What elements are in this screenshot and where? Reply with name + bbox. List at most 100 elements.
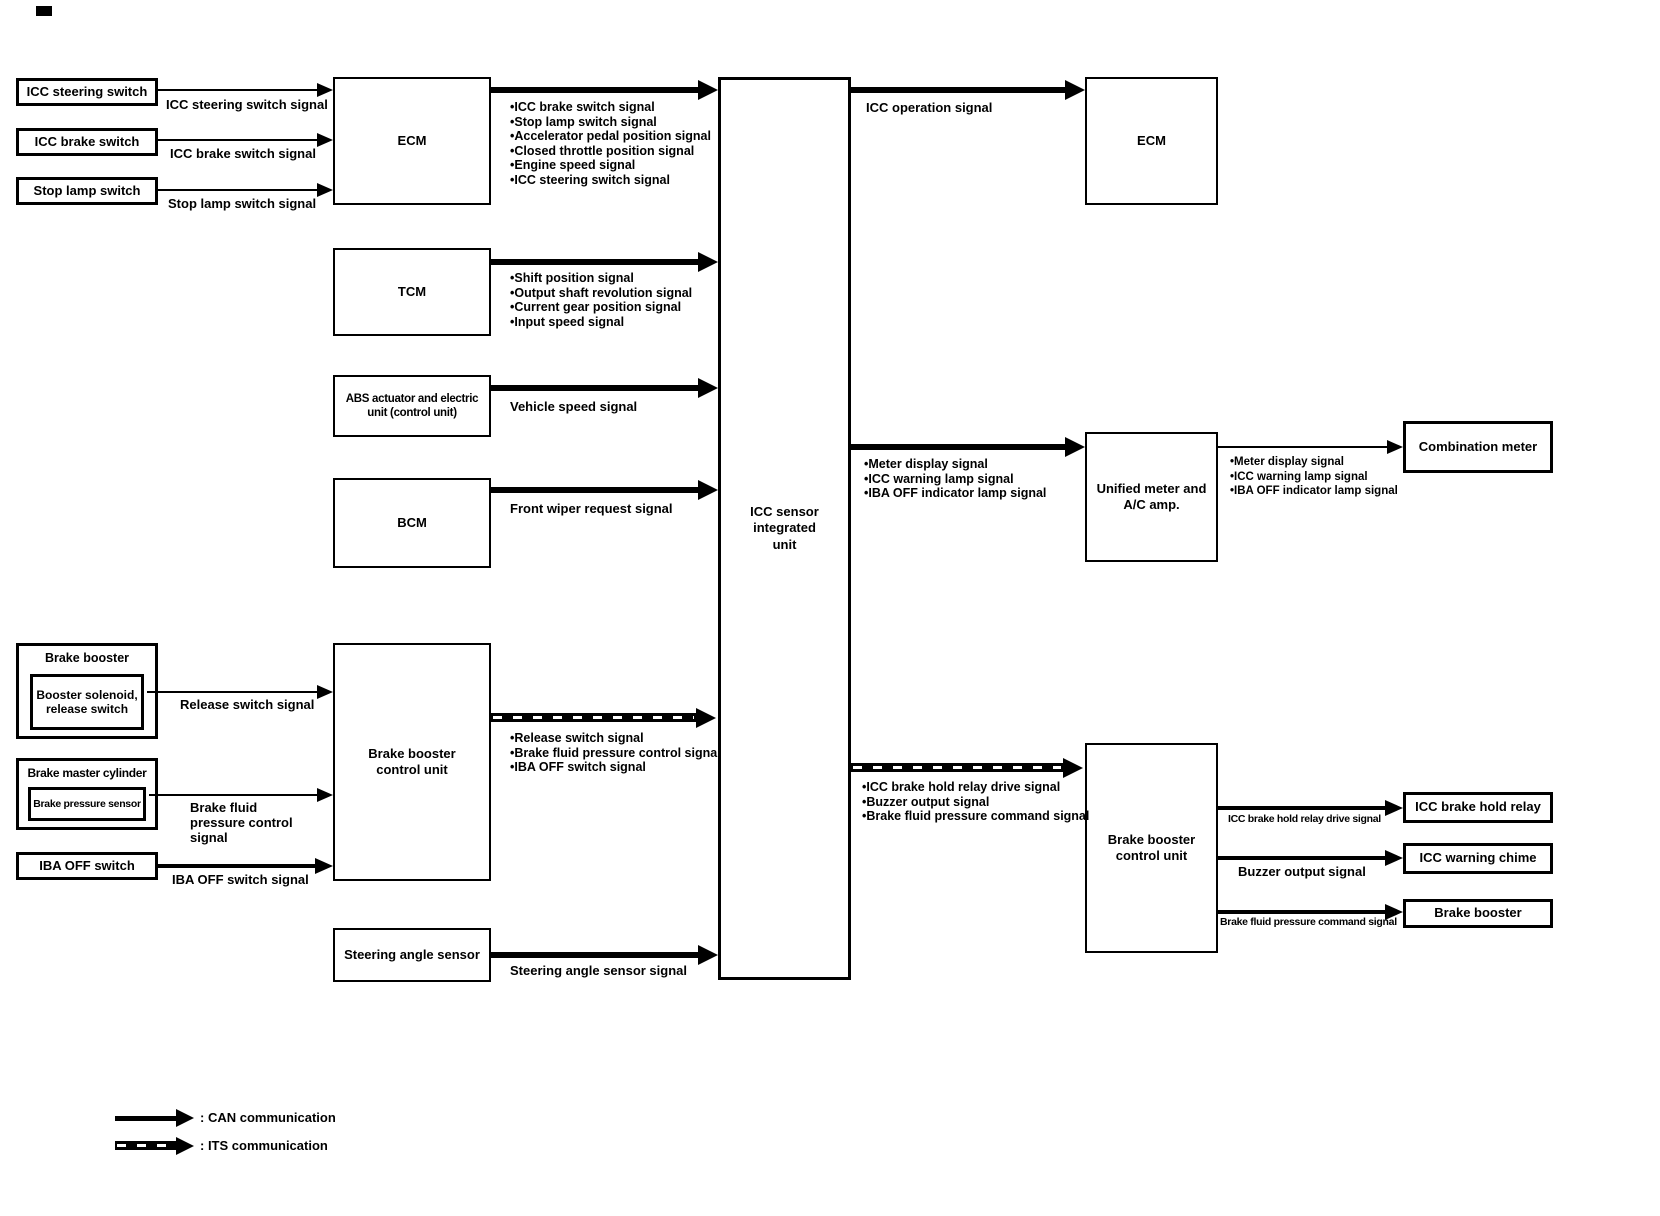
arrowhead [1065,80,1085,100]
box-label: ICC brake hold relay [1415,799,1541,815]
signal-item: •Closed throttle position signal [510,143,695,158]
box-label: Combination meter [1418,438,1538,454]
signal-item: •Meter display signal [864,457,988,471]
box-label: Stop lamp switch [33,182,141,198]
label-brake-fluid-pressure-control-signal: Brake fluid pressure control signal [190,800,293,845]
signal-item: •ICC warning lamp signal [864,471,1014,486]
arrowhead [317,183,333,197]
arrowhead [1385,800,1403,816]
box-icc-sensor-integrated-unit: ICC sensor integrated unit [718,77,851,980]
box-ecm-left: ECM [333,77,491,205]
arrowhead [1387,440,1403,454]
signal-item: •Release switch signal [510,731,644,745]
box-icc-warning-chime: ICC warning chime [1403,843,1553,874]
signal-item: •Accelerator pedal position signal [510,129,711,143]
label-brake-fluid-pressure-command-signal: Brake fluid pressure command signal [1220,916,1397,928]
box-brake-booster-right: Brake booster [1403,899,1553,928]
signal-item: •Brake fluid pressure control signal [510,745,721,760]
arrowhead [698,945,718,965]
label-buzzer-output-signal: Buzzer output signal [1238,864,1366,879]
box-icc-steering-switch: ICC steering switch [16,78,158,106]
box-bcm: BCM [333,478,491,568]
box-label: ECM [1137,132,1166,148]
arrow-iba-off-to-bbcu [158,864,315,868]
arrowhead [698,378,718,398]
can-arrow-bcm-to-icc [491,487,698,493]
box-brake-booster-control-unit-left: Brake booster control unit [333,643,491,881]
can-arrow-icc-to-unified-meter [851,444,1065,450]
arrowhead [1385,850,1403,866]
signal-item: •Buzzer output signal [862,794,990,809]
signal-item: •ICC brake hold relay drive signal [862,780,1061,794]
box-iba-off-switch: IBA OFF switch [16,852,158,880]
arrow-icc-steering-to-ecm [158,89,317,91]
label-icc-brake-hold-relay-drive-signal: ICC brake hold relay drive signal [1228,813,1381,825]
arrowhead [176,1137,194,1155]
arrow-unified-meter-to-combination-meter [1218,446,1387,448]
box-label: Booster solenoid, release switch [36,687,138,716]
signal-item: •IBA OFF switch signal [510,760,646,774]
arrowhead [315,858,333,874]
label-vehicle-speed-signal: Vehicle speed signal [510,399,638,414]
signal-item: •ICC steering switch signal [510,172,670,187]
arrowhead [698,80,718,100]
signal-list-bbcu-to-icc: •Release switch signal •Brake fluid pres… [510,731,721,775]
arrowhead [1063,758,1083,778]
signal-item: •Stop lamp switch signal [510,114,657,129]
arrow-bbcu-to-brake-hold-relay [1218,806,1385,810]
signal-item: •ICC brake switch signal [510,100,655,114]
box-label: ICC brake switch [34,133,140,149]
arrow-brake-pressure-to-bbcu [149,794,317,796]
arrowhead [1065,437,1085,457]
arrowhead [317,685,333,699]
its-arrow-bbcu-to-icc [491,713,696,722]
legend-can-text: : CAN communication [200,1110,336,1125]
label-icc-brake-switch-signal: ICC brake switch signal [170,146,316,161]
box-icc-brake-hold-relay: ICC brake hold relay [1403,792,1553,823]
arrow-release-switch-to-bbcu [147,691,317,693]
label-icc-operation-signal: ICC operation signal [866,100,993,115]
signal-item: •Shift position signal [510,271,634,285]
box-brake-master-cylinder: Brake master cylinder Brake pressure sen… [16,758,158,830]
signal-item: •Current gear position signal [510,300,682,314]
box-label: IBA OFF switch [39,857,135,873]
label-release-switch-signal: Release switch signal [180,697,315,712]
box-steering-angle-sensor: Steering angle sensor [333,928,491,982]
box-booster-solenoid-release-switch: Booster solenoid, release switch [30,674,144,730]
arrowhead [698,480,718,500]
can-arrow-ecm-to-icc [491,87,698,93]
signal-list-ecm-to-icc: •ICC brake switch signal •Stop lamp swit… [510,100,711,187]
signal-list-icc-to-meter: •Meter display signal •ICC warning lamp … [864,457,1046,501]
box-label: Brake master cylinder [27,766,147,780]
box-label: TCM [397,283,427,299]
signal-item: •IBA OFF indicator lamp signal [1230,485,1398,497]
signal-list-meter-to-combination: •Meter display signal •ICC warning lamp … [1230,455,1398,499]
arrow-bbcu-to-warning-chime [1218,856,1385,860]
label-front-wiper-request-signal: Front wiper request signal [510,501,673,516]
scan-artifact-mark [36,6,52,16]
its-arrow-icc-to-bbcu-right [851,763,1063,772]
signal-item: •IBA OFF indicator lamp signal [864,486,1047,500]
box-unified-meter-ac-amp: Unified meter and A/C amp. [1085,432,1218,562]
arrowhead [698,252,718,272]
box-abs-actuator-unit: ABS actuator and electric unit (control … [333,375,491,437]
signal-item: •Output shaft revolution signal [510,285,693,300]
signal-item: •ICC warning lamp signal [1230,470,1368,483]
box-brake-pressure-sensor: Brake pressure sensor [28,787,146,821]
arrowhead [317,83,333,97]
box-label: Brake booster control unit [368,745,456,777]
box-label: Brake booster control unit [1107,831,1196,863]
arrow-stop-lamp-to-ecm [158,189,317,191]
box-label: ICC warning chime [1419,850,1537,866]
can-arrow-steering-angle-to-icc [491,952,698,958]
arrowhead [317,788,333,802]
arrowhead [317,133,333,147]
label-steering-angle-sensor-signal: Steering angle sensor signal [510,963,687,978]
arrow-icc-brake-to-ecm [158,139,317,141]
signal-list-tcm-to-icc: •Shift position signal •Output shaft rev… [510,271,692,329]
box-brake-booster-left: Brake booster Booster solenoid, release … [16,643,158,739]
signal-list-icc-to-bbcu: •ICC brake hold relay drive signal •Buzz… [862,780,1089,824]
box-tcm: TCM [333,248,491,336]
legend-can-arrow [115,1116,176,1121]
